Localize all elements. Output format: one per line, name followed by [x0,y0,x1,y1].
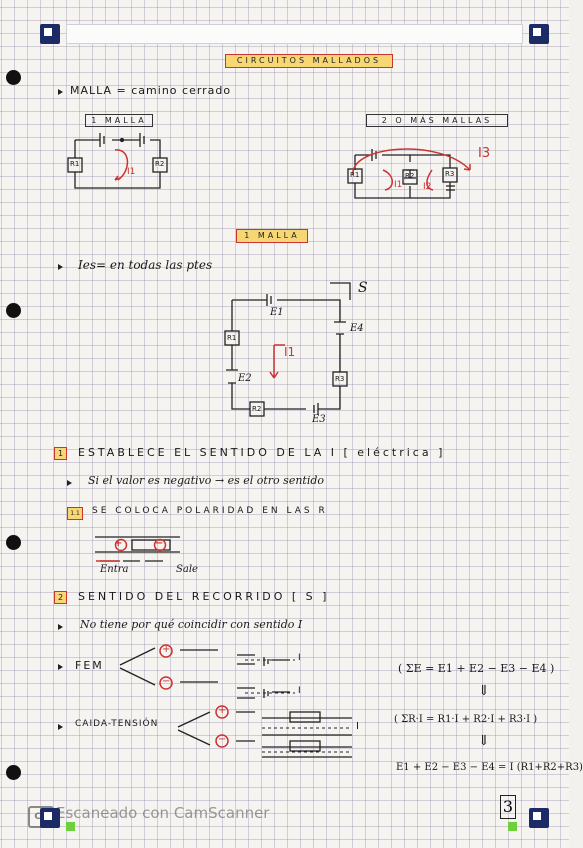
malla-definition: MALLA = camino cerrado [70,84,232,97]
r2-label: R2 [405,172,415,180]
corner-marker-icon [40,24,60,44]
binder-hole-icon [6,765,21,780]
entra-label: Entra [100,564,129,575]
fem-label: FEM [75,659,104,672]
s-label: S [358,280,368,296]
r1-label: R1 [227,334,237,342]
e2-label: E2 [238,373,252,384]
minus-sign: − [155,538,164,549]
i1-label: I1 [127,167,136,177]
one-mesh-label: 1 MALLA [85,114,153,127]
e4-label: E4 [350,323,364,334]
bullet-icon [67,480,72,486]
e1-label: E1 [270,307,284,318]
negative-value-note: Si el valor es negativo → es el otro sen… [88,474,325,487]
step2-title: SENTIDO DEL RECORRIDO [ S ] [78,590,330,603]
substep-title: SE COLOCA POLARIDAD EN LAS R [92,506,328,516]
binder-hole-icon [6,70,21,85]
current-i-label: I [298,686,301,696]
current-i-label: I [356,721,359,732]
plus-sign: + [218,705,227,716]
substep-number: 1.1 [67,507,83,520]
i2-label: I2 [423,182,432,192]
minus-sign: − [162,676,171,687]
final-equation: E1 + E2 − E3 − E4 = I (R1+R2+R3) [396,762,583,773]
direction-note: No tiene por qué coincidir con sentido I [80,618,303,631]
step1-title: ESTABLECE EL SENTIDO DE LA I [ eléctrica… [78,446,446,459]
corner-marker-icon [40,808,60,828]
bullet-icon [58,724,63,730]
bullet-icon [58,664,63,670]
circuit-drawings [67,133,471,758]
page-number: 3 [500,795,516,819]
bullet-icon [58,264,63,270]
two-mesh-label: 2 O MÁS MALLAS [366,114,508,127]
binder-hole-icon [6,535,21,550]
equal-current-note: Ies= en todas las ptes [78,258,213,272]
plus-sign: + [162,644,171,655]
r1-label: R1 [70,160,80,168]
r3-label: R3 [445,170,455,178]
r2-label: R2 [155,160,165,168]
scanner-watermark: Escaneado con CamScanner [56,804,270,822]
bullet-icon [58,89,63,95]
caida-tension-label: CAIDA-TENSIÓN [75,719,159,729]
i3-label: I3 [478,146,491,161]
sum-ri-equation: ( ΣR·I = R1·I + R2·I + R3·I ) [394,714,538,725]
i1-label: I1 [394,180,403,190]
r1-label: R1 [350,171,360,179]
green-mark-icon [508,822,517,831]
corner-marker-icon [529,24,549,44]
sum-emf-equation: ( ΣE = E1 + E2 − E3 − E4 ) [398,662,555,675]
r2-label: R2 [252,405,262,413]
current-i-label: I [298,653,301,663]
bullet-icon [58,624,63,630]
green-mark-icon [66,822,75,831]
sale-label: Sale [176,564,198,575]
page-top-bar [66,24,523,44]
plus-sign: + [114,538,123,549]
corner-marker-icon [529,808,549,828]
page-title: CIRCUITOS MALLADOS [225,54,393,68]
implies-arrow: ⇓ [478,683,490,699]
section-title: 1 MALLA [236,229,308,243]
step-number: 1 [54,447,67,460]
i1-label: I1 [284,345,296,359]
step-number: 2 [54,591,67,604]
implies-arrow: ⇓ [478,733,490,749]
r3-label: R3 [335,375,345,383]
e3-label: E3 [312,414,326,425]
binder-hole-icon [6,303,21,318]
minus-sign: − [218,734,227,745]
